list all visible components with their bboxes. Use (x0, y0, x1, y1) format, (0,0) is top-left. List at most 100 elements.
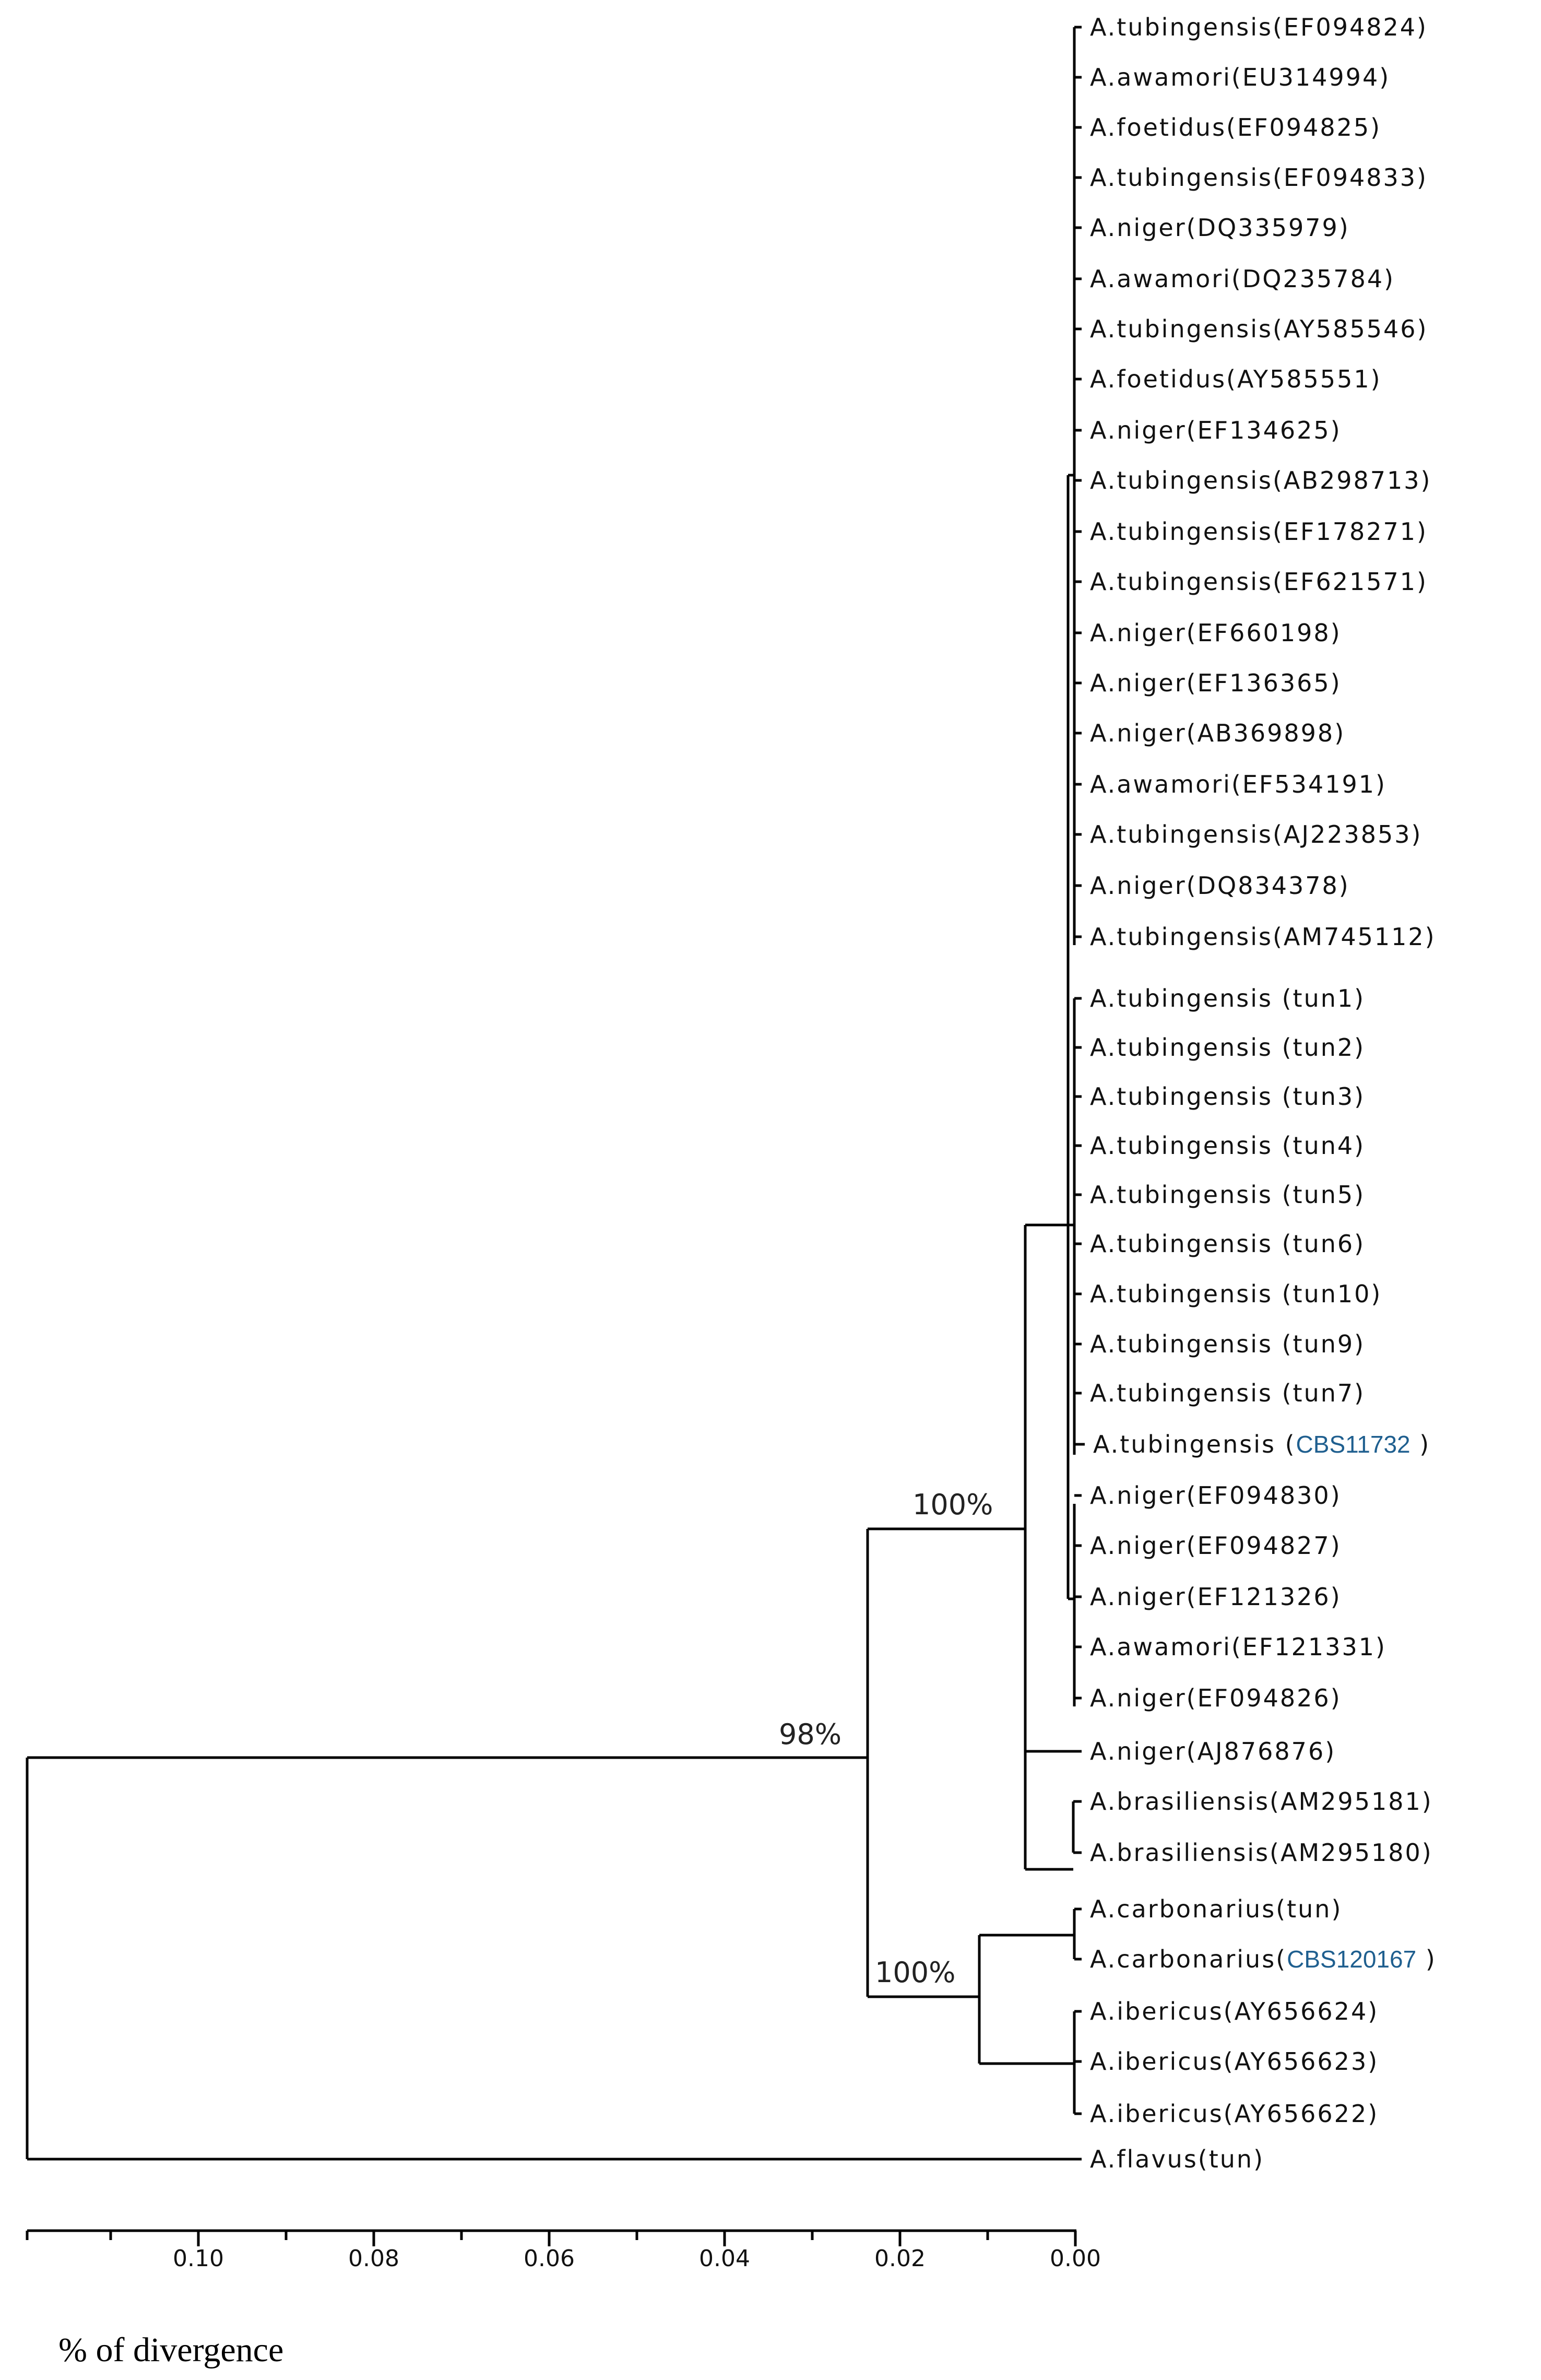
leaf-label-text: A.tubingensis(EF094833) (1090, 163, 1428, 192)
leaf-label: A.niger(EF094827) (1090, 1531, 1342, 1560)
leaf-label: A.awamori(EF121331) (1090, 1633, 1386, 1661)
leaf-label: A.tubingensis(AB298713) (1090, 466, 1432, 494)
leaf-label-text: A.tubingensis (tun3) (1090, 1082, 1365, 1111)
leaf-label-text: A.niger(EF094826) (1090, 1684, 1342, 1712)
leaf-label: A.tubingensis (CBS11732 ) (1093, 1430, 1430, 1458)
leaf-label-text: A.tubingensis (tun4) (1090, 1132, 1365, 1160)
support-ingroup: 98% (779, 1718, 841, 1751)
leaf-label-text: A.tubingensis(AB298713) (1090, 466, 1432, 494)
leaf-label: A.tubingensis(AM745112) (1090, 923, 1436, 951)
leaf-label: A.awamori(EU314994) (1090, 63, 1390, 91)
leaf-label: A.niger(EF121326) (1090, 1583, 1342, 1611)
leaf-label: A.tubingensis (tun1) (1090, 984, 1365, 1012)
leaf-label-text: A.tubingensis(EF178271) (1090, 517, 1428, 546)
leaf-label-text: A.tubingensis(EF621571) (1090, 568, 1428, 596)
leaf-label-text: A.niger(EF094830) (1090, 1481, 1342, 1510)
leaf-label-text: A.tubingensis (tun10) (1090, 1280, 1382, 1308)
leaf-label-text: A.tubingensis (tun5) (1090, 1181, 1365, 1209)
leaf-label: A.niger(EF094830) (1090, 1481, 1342, 1510)
leaf-label-suffix: ) (1410, 1430, 1431, 1458)
scale-tick-label: 0.00 (1050, 2245, 1101, 2272)
leaf-label: A.flavus(tun) (1090, 2145, 1264, 2173)
scale-tick-label: 0.10 (173, 2245, 224, 2272)
leaf-label: A.niger(DQ335979) (1090, 214, 1350, 242)
leaf-label-accession: CBS120167 (1287, 1946, 1416, 1973)
leaf-label: A.tubingensis(AY585546) (1090, 315, 1428, 343)
leaf-label: A.ibericus(AY656623) (1090, 2047, 1379, 2076)
leaf-label-text: A.niger(DQ335979) (1090, 214, 1350, 242)
leaf-label: A.tubingensis (tun9) (1090, 1330, 1365, 1358)
leaf-label-text: A.tubingensis (tun7) (1090, 1379, 1365, 1407)
leaf-label-suffix: ) (1416, 1945, 1437, 1973)
leaf-label-accession: CBS11732 (1296, 1431, 1410, 1458)
leaf-label-text: A.awamori(EF121331) (1090, 1633, 1386, 1661)
leaf-label: A.ibericus(AY656622) (1090, 2100, 1379, 2128)
leaf-label: A.tubingensis (tun6) (1090, 1230, 1365, 1258)
leaf-label-text: A.carbonarius(tun) (1090, 1895, 1342, 1923)
leaf-label: A.tubingensis(EF094824) (1090, 13, 1428, 41)
leaf-label: A.tubingensis (tun10) (1090, 1280, 1382, 1308)
leaf-label-text: A.ibericus(AY656622) (1090, 2100, 1379, 2128)
leaf-label-text: A.carbonarius( (1090, 1945, 1287, 1973)
scale-tick-label: 0.02 (874, 2245, 926, 2272)
leaf-label: A.niger(EF660198) (1090, 619, 1342, 647)
leaf-label: A.tubingensis(EF178271) (1090, 517, 1428, 546)
leaf-label-text: A.tubingensis (tun6) (1090, 1230, 1365, 1258)
scale-tick-label: 0.06 (524, 2245, 575, 2272)
leaf-label: A.brasiliensis(AM295181) (1090, 1787, 1433, 1816)
leaf-label-text: A.tubingensis (tun1) (1090, 984, 1365, 1012)
leaf-label-text: A.awamori(EF534191) (1090, 770, 1386, 798)
leaf-label: A.foetidus(EF094825) (1090, 113, 1381, 142)
leaf-label-text: A.awamori(DQ235784) (1090, 265, 1395, 293)
leaf-label-text: A.niger(EF121326) (1090, 1583, 1342, 1611)
leaf-label-text: A.ibericus(AY656623) (1090, 2047, 1379, 2076)
leaf-label: A.niger(AJ876876) (1090, 1737, 1336, 1765)
leaf-label-text: A.tubingensis (tun2) (1090, 1033, 1365, 1062)
leaf-label: A.tubingensis (tun7) (1090, 1379, 1365, 1407)
leaf-label-text: A.tubingensis ( (1093, 1430, 1296, 1458)
leaf-label-text: A.niger(DQ834378) (1090, 871, 1350, 900)
leaf-label-text: A.niger(AJ876876) (1090, 1737, 1336, 1765)
leaf-label-text: A.tubingensis(AM745112) (1090, 923, 1436, 951)
leaf-label: A.ibericus(AY656624) (1090, 1997, 1379, 2025)
leaf-label-text: A.foetidus(EF094825) (1090, 113, 1381, 142)
leaf-label: A.tubingensis(EF621571) (1090, 568, 1428, 596)
leaf-label: A.niger(EF094826) (1090, 1684, 1342, 1712)
leaf-label-text: A.flavus(tun) (1090, 2145, 1264, 2173)
leaf-label-text: A.tubingensis(EF094824) (1090, 13, 1428, 41)
leaf-label: A.brasiliensis(AM295180) (1090, 1839, 1433, 1867)
leaf-labels: A.tubingensis(EF094824) A.awamori(EU31499… (1074, 13, 1437, 2173)
leaf-label-text: A.niger(EF660198) (1090, 619, 1342, 647)
scale-ticks: 0.10 0.08 0.06 0.04 0.02 0.00 (26, 2231, 1101, 2272)
tree-branches (26, 27, 1080, 2161)
leaf-label: A.carbonarius(tun) (1090, 1895, 1342, 1923)
leaf-label-text: A.niger(AB369898) (1090, 719, 1345, 747)
leaf-label: A.foetidus(AY585551) (1090, 365, 1382, 393)
leaf-label: A.carbonarius(CBS120167 ) (1090, 1945, 1437, 1973)
leaf-label: A.tubingensis (tun3) (1090, 1082, 1365, 1111)
leaf-label: A.awamori(EF534191) (1090, 770, 1386, 798)
leaf-label: A.niger(EF134625) (1090, 416, 1342, 444)
leaf-label: A.tubingensis (tun5) (1090, 1181, 1365, 1209)
support-niger-clade: 100% (912, 1488, 993, 1521)
leaf-label: A.niger(EF136365) (1090, 669, 1342, 697)
leaf-label: A.tubingensis(AJ223853) (1090, 820, 1423, 849)
leaf-label-text: A.ibericus(AY656624) (1090, 1997, 1379, 2025)
leaf-label: A.niger(DQ834378) (1090, 871, 1350, 900)
scale-title: % of divergence (58, 2331, 283, 2369)
leaf-label-text: A.brasiliensis(AM295181) (1090, 1787, 1433, 1816)
leaf-label-text: A.tubingensis (tun9) (1090, 1330, 1365, 1358)
support-carbonarius-ibericus: 100% (875, 1956, 955, 1989)
leaf-label-text: A.niger(EF094827) (1090, 1531, 1342, 1560)
leaf-label-text: A.tubingensis(AJ223853) (1090, 820, 1423, 849)
leaf-label: A.tubingensis(EF094833) (1090, 163, 1428, 192)
leaf-label-text: A.tubingensis(AY585546) (1090, 315, 1428, 343)
leaf-label-text: A.foetidus(AY585551) (1090, 365, 1382, 393)
leaf-label-text: A.niger(EF136365) (1090, 669, 1342, 697)
leaf-label: A.awamori(DQ235784) (1090, 265, 1395, 293)
leaf-label-text: A.awamori(EU314994) (1090, 63, 1390, 91)
scale-tick-label: 0.08 (348, 2245, 399, 2272)
scale-axis: 0.10 0.08 0.06 0.04 0.02 0.00 (26, 2229, 1101, 2272)
scale-tick-label: 0.04 (699, 2245, 750, 2272)
